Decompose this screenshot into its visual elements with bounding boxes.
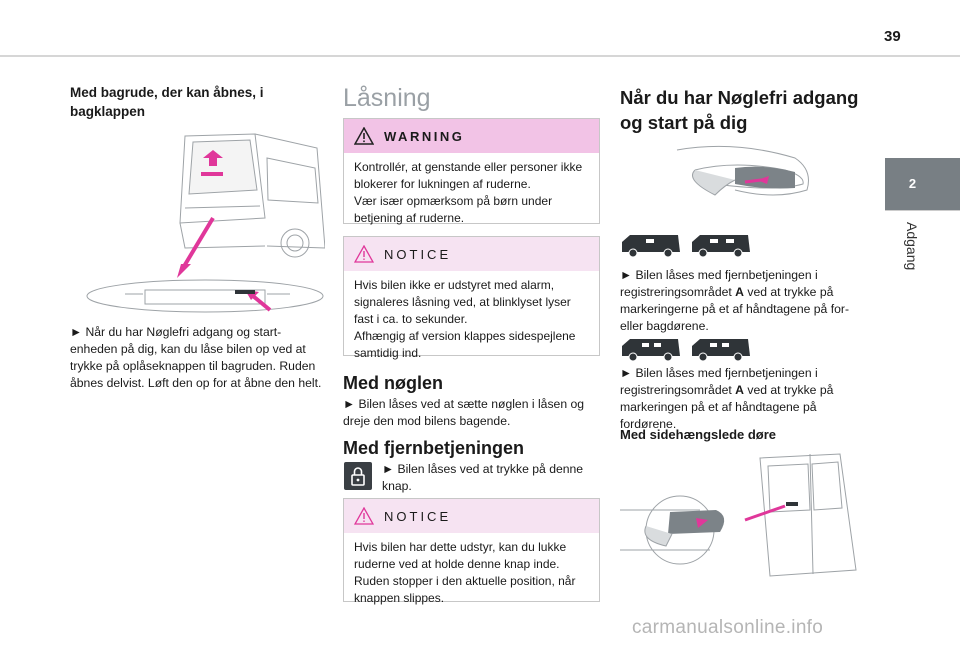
tailgate-illustration <box>86 133 325 313</box>
van-icon-front-2 <box>622 339 680 362</box>
van-icon-front <box>622 235 680 258</box>
rear-window-text: ► Når du har Nøglefri adgang og start-en… <box>70 325 322 390</box>
subheading-side-hinged-doors: Med sidehængslede døre <box>620 427 777 442</box>
chapter-label: Adgang <box>904 222 920 271</box>
section-heading-rear-window: Med bagrude, der kan åbnes, i bagklappen <box>70 85 264 119</box>
heading-with-remote: Med fjernbetjeningen <box>343 438 525 458</box>
watermark: carmanualsonline.info <box>632 617 824 638</box>
van-icon-rear <box>692 235 750 258</box>
warning-box: WARNING Kontrollér, at genstande eller p… <box>343 118 600 225</box>
notice-icon <box>354 507 374 525</box>
notice-text-1: Hvis bilen ikke er udstyret med alarm, s… <box>354 278 576 360</box>
heading-with-key: Med nøglen <box>343 373 443 393</box>
header-rule <box>0 55 960 57</box>
notice-box-2: NOTICE Hvis bilen har dette udstyr, kan … <box>343 498 600 605</box>
notice-label-1: NOTICE <box>384 246 452 262</box>
van-icon-rear-2 <box>692 339 750 362</box>
notice-icon <box>354 245 374 263</box>
notice-label-2: NOTICE <box>384 508 452 524</box>
with-remote-text: ► Bilen låses ved at trykke på denne kna… <box>382 462 584 493</box>
warning-icon <box>354 127 374 145</box>
notice-text-2: Hvis bilen har dette udstyr, kan du lukk… <box>354 540 576 605</box>
lock-button-icon <box>344 462 372 490</box>
chapter-tab[interactable]: 2 <box>885 158 960 210</box>
warning-header: WARNING <box>344 119 599 153</box>
section-title-locking: Låsning <box>343 84 431 112</box>
page-number: 39 <box>884 28 901 45</box>
door-handle-illustration <box>676 145 809 196</box>
warning-label: WARNING <box>384 128 465 144</box>
chapter-number: 2 <box>908 176 917 191</box>
keyless-text-2: ► Bilen låses med fjernbetjeningen i reg… <box>620 366 834 431</box>
notice-header-2: NOTICE <box>344 499 599 533</box>
section-heading-keyless: Når du har Nøglefri adgang og start på d… <box>620 87 859 133</box>
side-hinged-doors-illustration <box>620 453 857 577</box>
notice-header-1: NOTICE <box>344 237 599 271</box>
with-key-text: ► Bilen låses ved at sætte nøglen i låse… <box>343 397 585 428</box>
keyless-text-1: ► Bilen låses med fjernbetjeningen i reg… <box>620 268 850 333</box>
tab-divider <box>885 210 960 211</box>
notice-box-1: NOTICE Hvis bilen ikke er udstyret med a… <box>343 236 600 360</box>
warning-text: Kontrollér, at genstande eller personer … <box>354 160 583 225</box>
